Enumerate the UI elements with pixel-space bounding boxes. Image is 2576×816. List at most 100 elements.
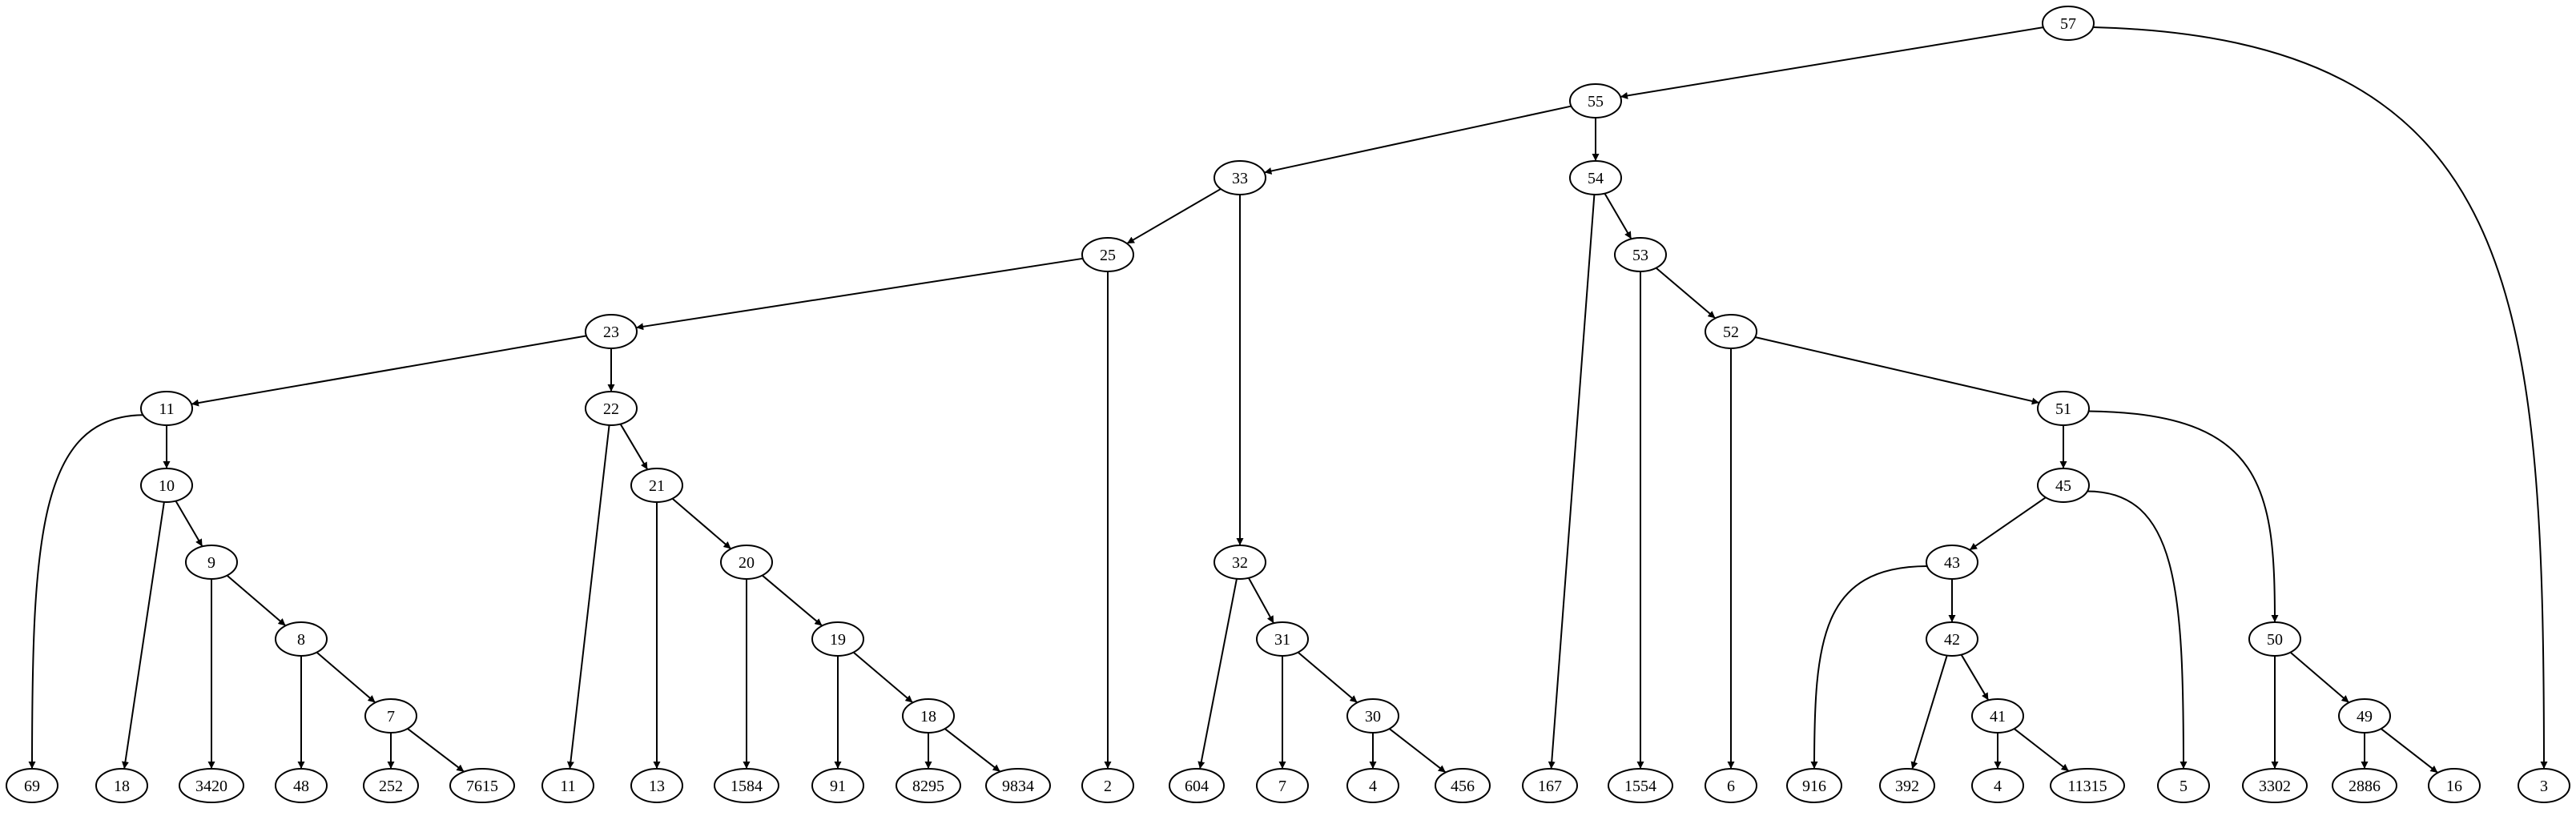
node-ellipse [902, 698, 955, 734]
node-label: 48 [293, 778, 309, 795]
node-label: 10 [159, 477, 175, 495]
node-ellipse [1926, 621, 1978, 657]
edge-n11-n69 [28, 414, 143, 770]
node-label: 7 [387, 708, 395, 726]
tree-node-n8: 8 [275, 621, 328, 657]
node-label: 16 [2446, 778, 2462, 795]
node-ellipse [2338, 698, 2391, 734]
node-ellipse [1435, 768, 1491, 803]
node-ellipse [2332, 768, 2397, 803]
node-ellipse [364, 698, 417, 734]
node-label: 252 [379, 778, 403, 795]
node-label: 54 [1588, 170, 1604, 187]
tree-node-n57: 57 [2042, 6, 2095, 41]
tree-node-n43: 43 [1926, 545, 1978, 580]
node-ellipse [720, 545, 773, 580]
node-label: 49 [2357, 708, 2373, 726]
edge-n22-n11b [566, 424, 610, 770]
tree-node-n50: 50 [2248, 621, 2301, 657]
node-label: 31 [1274, 631, 1290, 649]
edge-n41-n11315 [2014, 728, 2070, 772]
tree-node-n31: 31 [1256, 621, 1309, 657]
node-label: 18 [114, 778, 130, 795]
tree-node-n41: 41 [1971, 698, 2024, 734]
edge-n10-n9 [175, 500, 203, 547]
node-label: 4 [1994, 778, 2002, 795]
edge-n42-n392 [1910, 655, 1948, 770]
node-ellipse [2242, 768, 2308, 803]
node-ellipse [1971, 698, 2024, 734]
node-label: 4 [1369, 778, 1377, 795]
node-ellipse [1081, 768, 1134, 803]
node-ellipse [1786, 768, 1842, 803]
node-label: 392 [1895, 778, 1919, 795]
tree-node-n32: 32 [1214, 545, 1266, 580]
edge-n51-n50 [2088, 410, 2279, 623]
edge-n18b-n9834 [944, 728, 1001, 773]
tree-node-n5: 5 [2157, 768, 2210, 803]
edge-n9-n8 [226, 574, 287, 627]
tree-node-n916: 916 [1786, 768, 1842, 803]
node-ellipse [2157, 768, 2210, 803]
node-ellipse [1256, 768, 1309, 803]
tree-node-n4b: 4 [1971, 768, 2024, 803]
node-label: 2 [1104, 778, 1112, 795]
node-label: 11315 [2067, 778, 2107, 795]
edge-n30-n456 [1389, 728, 1447, 774]
node-label: 45 [2055, 477, 2071, 495]
edge-n50-n49 [2289, 651, 2350, 704]
node-ellipse [714, 768, 779, 803]
node-label: 7615 [466, 778, 498, 795]
node-label: 1554 [1624, 778, 1656, 795]
node-label: 20 [739, 554, 755, 572]
node-label: 51 [2055, 400, 2071, 418]
node-label: 3420 [195, 778, 227, 795]
tree-node-n52: 52 [1705, 314, 1757, 349]
tree-node-n91: 91 [811, 768, 864, 803]
node-ellipse [2037, 391, 2090, 426]
node-label: 11 [560, 778, 575, 795]
node-ellipse [2037, 468, 2090, 503]
node-ellipse [1926, 545, 1978, 580]
tree-node-n49: 49 [2338, 698, 2391, 734]
tree-node-n604: 604 [1169, 768, 1225, 803]
node-ellipse [95, 768, 148, 803]
edge-n45-n43 [1969, 496, 2047, 551]
tree-node-n4: 4 [1346, 768, 1399, 803]
edge-n20-n19 [762, 574, 823, 627]
node-ellipse [140, 468, 193, 503]
node-label: 33 [1232, 170, 1248, 187]
tree-node-n7: 7 [364, 698, 417, 734]
node-label: 23 [603, 324, 619, 341]
node-label: 3302 [2259, 778, 2291, 795]
tree-node-n11b: 11 [541, 768, 594, 803]
node-ellipse [6, 768, 58, 803]
node-label: 604 [1185, 778, 1209, 795]
tree-node-n167: 167 [1522, 768, 1578, 803]
edge-n45-n5 [2087, 490, 2188, 770]
tree-node-n23: 23 [585, 314, 638, 349]
edge-n57-n3 [2093, 26, 2548, 770]
node-ellipse [985, 768, 1051, 803]
tree-node-n3: 3 [2518, 768, 2570, 803]
edge-n54-n53 [1604, 193, 1632, 239]
tree-node-n69: 69 [6, 768, 58, 803]
edge-n22-n21 [619, 424, 649, 470]
node-ellipse [1346, 698, 1399, 734]
node-ellipse [896, 768, 961, 803]
node-label: 8 [297, 631, 305, 649]
node-label: 13 [649, 778, 665, 795]
node-ellipse [585, 391, 638, 426]
edge-n19-n18b [852, 651, 914, 704]
tree-node-n252: 252 [363, 768, 419, 803]
tree-node-n9834: 9834 [985, 768, 1051, 803]
edge-n55-n33 [1264, 105, 1572, 175]
tree-node-n54: 54 [1569, 160, 1622, 195]
tree-node-n11315: 11315 [2050, 768, 2125, 803]
tree-node-n48: 48 [275, 768, 328, 803]
tree-node-n13: 13 [630, 768, 683, 803]
node-ellipse [1608, 768, 1673, 803]
node-ellipse [1346, 768, 1399, 803]
